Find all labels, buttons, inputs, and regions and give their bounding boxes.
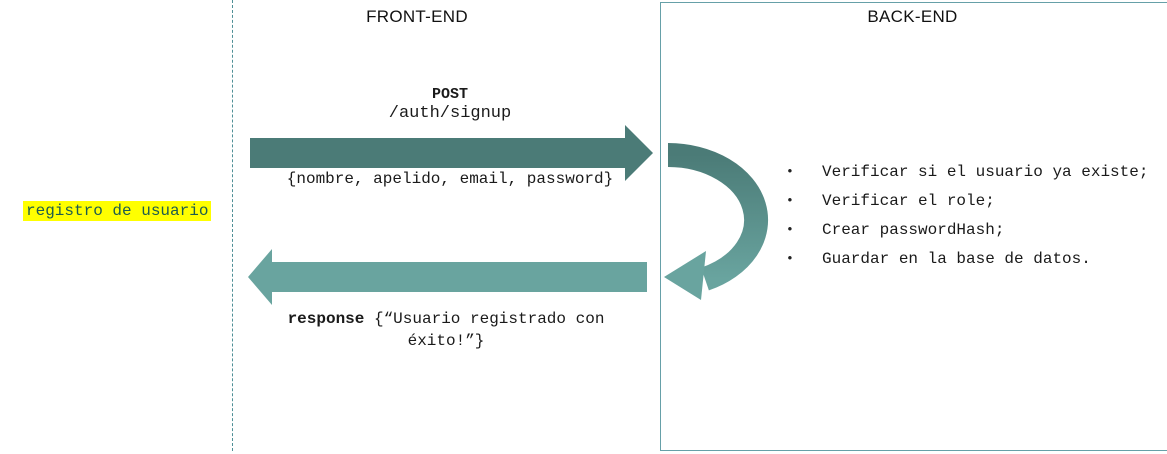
bullet-icon: • <box>786 164 794 179</box>
response-body-line2: éxito!”} <box>407 332 485 350</box>
response-arrowhead <box>248 249 272 305</box>
response-arrow-body <box>272 262 647 292</box>
backend-step-label: Crear passwordHash; <box>822 220 1005 239</box>
backend-process-loop-arrow-icon <box>664 143 769 300</box>
frontend-label: FRONT-END <box>366 7 468 26</box>
backend-label: BACK-END <box>867 7 958 26</box>
bullet-icon: • <box>786 251 794 266</box>
request-endpoint-label: /auth/signup <box>388 104 512 123</box>
backend-step-label: Verificar si el usuario ya existe; <box>822 162 1149 181</box>
bullet-icon: • <box>786 193 794 208</box>
backend-step-label: Guardar en la base de datos. <box>822 249 1091 268</box>
backend-step-item: • Guardar en la base de datos. <box>786 244 1148 273</box>
request-method-label: POST <box>431 86 468 103</box>
request-arrow-body <box>250 138 625 168</box>
loop-arrowhead <box>664 251 706 300</box>
loop-arrow-band <box>667 143 769 291</box>
backend-step-item: • Verificar el role; <box>786 186 1148 215</box>
backend-steps-list: • Verificar si el usuario ya existe; • V… <box>786 157 1148 273</box>
request-arrowhead <box>625 125 653 181</box>
request-arrow-icon <box>250 125 653 181</box>
response-message: response {“Usuario registrado con éxito!… <box>266 308 626 352</box>
request-payload-label: {nombre, apelido, email, password} <box>286 170 614 188</box>
bullet-icon: • <box>786 222 794 237</box>
response-body-line1: {“Usuario registrado con <box>364 310 605 328</box>
flow-title-highlight-label: registro de usuario <box>23 201 212 221</box>
backend-step-item: • Verificar si el usuario ya existe; <box>786 157 1148 186</box>
response-label: response <box>287 310 365 328</box>
response-arrow-icon <box>248 249 647 305</box>
frontend-divider-dashed-line <box>232 0 233 451</box>
backend-step-item: • Crear passwordHash; <box>786 215 1148 244</box>
backend-panel <box>660 2 1167 451</box>
backend-step-label: Verificar el role; <box>822 191 995 210</box>
